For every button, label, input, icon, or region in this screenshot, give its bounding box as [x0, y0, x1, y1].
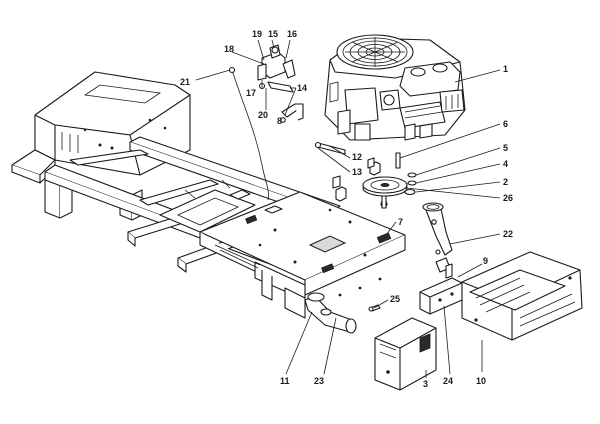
- callout-19: 19: [252, 29, 262, 39]
- callout-14: 14: [297, 83, 307, 93]
- callout-15: 15: [268, 29, 278, 39]
- callout-1: 1: [503, 64, 508, 74]
- leader-lines: [195, 39, 501, 378]
- callout-24: 24: [443, 376, 453, 386]
- callout-6: 6: [503, 119, 508, 129]
- callout-23: 23: [314, 376, 324, 386]
- chassis-frame: [11, 71, 406, 319]
- callout-labels: 1 2 3 4 5 6 7 8 9 10 11 12 13 14 15 16 1…: [180, 29, 513, 389]
- callout-9: 9: [483, 256, 488, 266]
- throttle-bracket-assembly: [257, 44, 304, 123]
- callout-26: 26: [503, 193, 513, 203]
- callout-16: 16: [287, 29, 297, 39]
- engine: [324, 34, 466, 141]
- engine-hardware: [314, 141, 417, 209]
- callout-2: 2: [503, 177, 508, 187]
- callout-13: 13: [352, 167, 362, 177]
- callout-18: 18: [224, 44, 234, 54]
- callout-4: 4: [503, 159, 508, 169]
- callout-3: 3: [423, 379, 428, 389]
- muffler-bracket: [419, 263, 463, 315]
- exhaust-system: [304, 202, 453, 334]
- callout-22: 22: [503, 229, 513, 239]
- muffler: [374, 317, 437, 391]
- callout-20: 20: [258, 110, 268, 120]
- callout-8: 8: [277, 116, 282, 126]
- callout-7: 7: [398, 217, 403, 227]
- callout-10: 10: [476, 376, 486, 386]
- callout-5: 5: [503, 143, 508, 153]
- callout-12: 12: [352, 152, 362, 162]
- callout-11: 11: [280, 376, 290, 386]
- heat-shield: [461, 251, 583, 341]
- callout-21: 21: [180, 77, 190, 87]
- callout-17: 17: [246, 88, 256, 98]
- callout-25: 25: [390, 294, 400, 304]
